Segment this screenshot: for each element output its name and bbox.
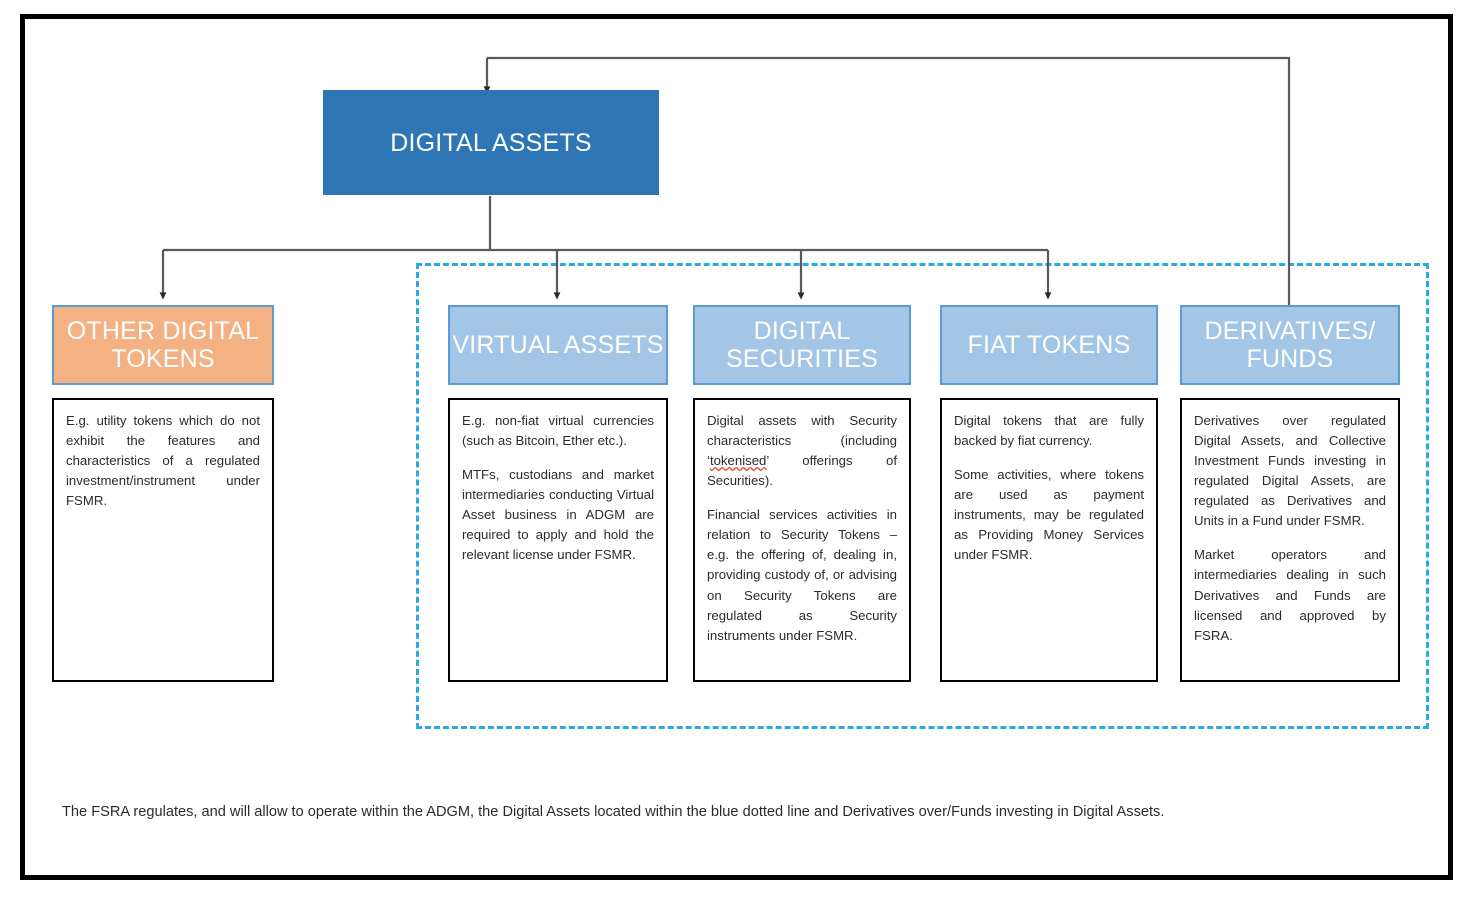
desc-paragraph: E.g. non-fiat virtual currencies (such a… <box>462 413 654 449</box>
desc-paragraph: E.g. utility tokens which do not exhibit… <box>66 413 260 509</box>
desc-paragraph: MTFs, custodians and market intermediari… <box>462 467 654 563</box>
desc-paragraph: Derivatives over regulated Digital Asset… <box>1194 413 1386 529</box>
node-other-digital-tokens-label: OTHER DIGITAL TOKENS <box>66 317 260 373</box>
node-fiat-tokens-label: FIAT TOKENS <box>967 331 1131 359</box>
node-digital-securities-label: DIGITAL SECURITIES <box>725 317 879 373</box>
desc-virtual-assets: E.g. non-fiat virtual currencies (such a… <box>448 398 668 682</box>
node-digital-securities[interactable]: DIGITAL SECURITIES <box>693 305 911 385</box>
node-other-digital-tokens[interactable]: OTHER DIGITAL TOKENS <box>52 305 274 385</box>
node-fiat-tokens[interactable]: FIAT TOKENS <box>940 305 1158 385</box>
desc-paragraph: Digital tokens that are fully backed by … <box>954 413 1144 449</box>
spellcheck-word-tokenised: tokenised <box>709 453 767 469</box>
desc-paragraph: Financial services activities in relatio… <box>707 507 897 643</box>
desc-other-digital-tokens: E.g. utility tokens which do not exhibit… <box>52 398 274 682</box>
desc-digital-securities: Digital assets with Security characteris… <box>693 398 911 682</box>
desc-text-post: ’ offerings of Securities). <box>707 453 897 489</box>
diagram-caption: The FSRA regulates, and will allow to op… <box>62 804 1165 820</box>
desc-text-pre: Digital assets with Security characteris… <box>707 413 897 469</box>
desc-paragraph: Market operators and intermediaries deal… <box>1194 547 1386 643</box>
desc-derivatives-funds: Derivatives over regulated Digital Asset… <box>1180 398 1400 682</box>
desc-paragraph: Digital assets with Security characteris… <box>707 411 897 491</box>
node-virtual-assets-label: VIRTUAL ASSETS <box>452 331 664 359</box>
node-digital-assets[interactable]: DIGITAL ASSETS <box>323 90 659 195</box>
desc-paragraph: Some activities, where tokens are used a… <box>954 467 1144 563</box>
node-virtual-assets[interactable]: VIRTUAL ASSETS <box>448 305 668 385</box>
node-digital-assets-label: DIGITAL ASSETS <box>390 128 592 157</box>
desc-fiat-tokens: Digital tokens that are fully backed by … <box>940 398 1158 682</box>
node-derivatives-funds[interactable]: DERIVATIVES/ FUNDS <box>1180 305 1400 385</box>
node-derivatives-funds-label: DERIVATIVES/ FUNDS <box>1204 317 1376 373</box>
